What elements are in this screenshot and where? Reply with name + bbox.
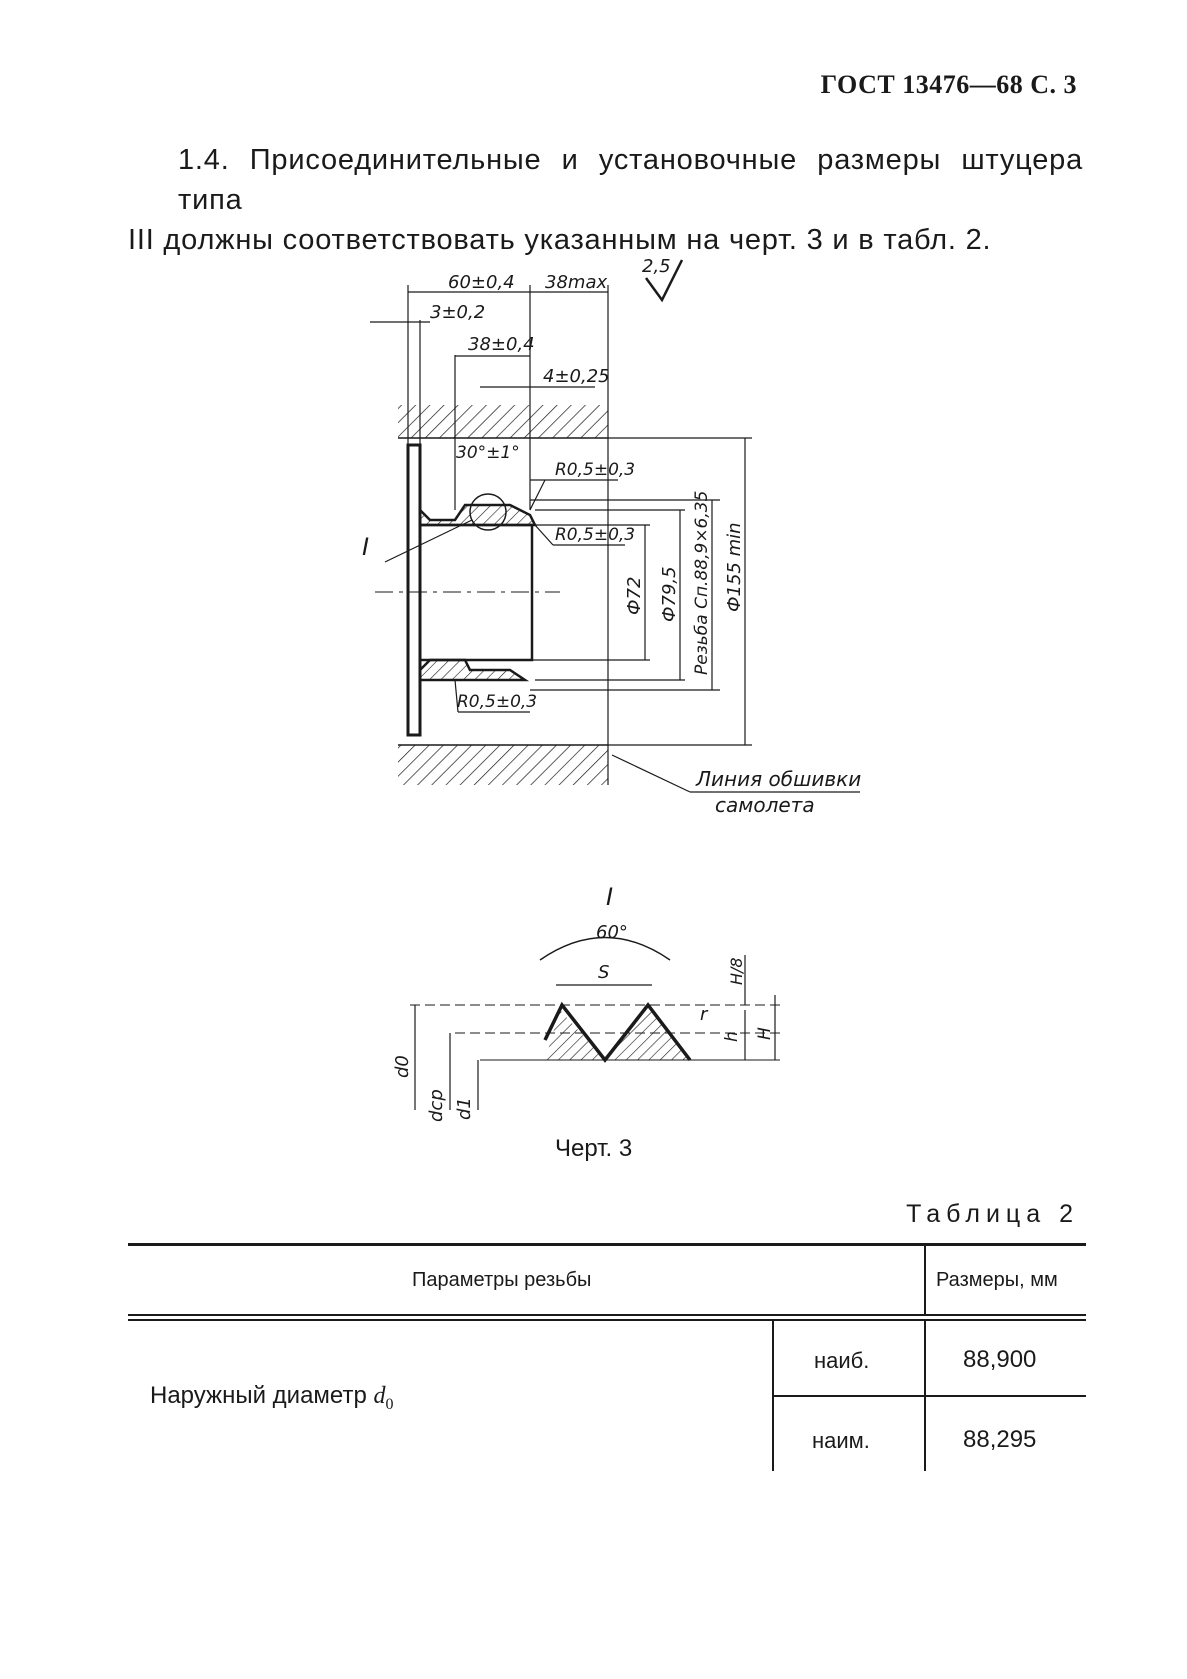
table-head-vline [924, 1246, 926, 1314]
dim-thread: Резьба Сп.88,9×6,35 [692, 491, 712, 675]
dim-d79: Ф79,5 [659, 566, 680, 622]
table-body-vline-1 [772, 1321, 774, 1471]
detail-angle: 60° [596, 922, 628, 943]
dim-4: 4±0,25 [543, 366, 610, 387]
detail-S: S [598, 962, 609, 983]
dim-38max: 38max [545, 272, 607, 293]
table-min-value: 88,295 [963, 1426, 1037, 1453]
angle-30: 30°±1° [456, 443, 520, 463]
table-row-divider [774, 1395, 1086, 1397]
dim-d72: Ф72 [624, 577, 645, 615]
roughness-value: 2,5 [642, 256, 671, 277]
detail-thread-profile: I 60° S H/8 r h H d0 dср d1 [392, 883, 780, 1122]
radius-bottom: R0,5±0,3 [457, 692, 537, 712]
diameter-dimensions [530, 437, 752, 746]
detail-d1: d1 [454, 1097, 475, 1120]
horizontal-dimensions [370, 285, 609, 510]
table-max-value: 88,900 [963, 1346, 1037, 1373]
dim-60: 60±0,4 [448, 272, 515, 293]
table-max-label: наиб. [814, 1348, 870, 1373]
aircraft-skin [398, 405, 609, 785]
table-head-sizes: Размеры, мм [936, 1269, 1058, 1291]
drawing-caption: Черт. 3 [555, 1135, 633, 1162]
dim-d155: Ф155 min [724, 522, 745, 612]
table-min-label: наим. [812, 1428, 870, 1453]
page-header: ГОСТ 13476—68 С. 3 [820, 70, 1077, 99]
paragraph-line-1: 1.4. Присоединительные и установочные ра… [178, 144, 1083, 216]
table-head-rule-2 [128, 1319, 1086, 1321]
section-label: I [362, 533, 369, 561]
roughness-mark: 2,5 [642, 256, 684, 303]
table-head-params: Параметры резьбы [412, 1269, 592, 1291]
row-label-symbol: d0 [373, 1383, 394, 1413]
detail-r: r [700, 1004, 709, 1025]
row-label-text: Наружный диаметр [150, 1382, 367, 1409]
skin-line-label-2: самолета [715, 793, 815, 817]
radius-top: R0,5±0,3 [555, 460, 635, 480]
table-head-rule-1 [128, 1314, 1086, 1316]
detail-H8: H/8 [727, 957, 746, 985]
skin-line-label-1: Линия обшивки [695, 767, 861, 791]
detail-label: I [606, 883, 613, 911]
table-title: Таблица 2 [906, 1200, 1079, 1228]
fitting-section: I [362, 443, 560, 737]
table-row-label: Наружный диаметр d0 [150, 1382, 393, 1414]
paragraph-line-2: III должны соответствовать указанным на … [128, 224, 992, 256]
radius-mid: R0,5±0,3 [555, 525, 635, 545]
detail-h: h [722, 1031, 742, 1042]
detail-dcp: dср [426, 1089, 447, 1122]
detail-d0: d0 [392, 1055, 413, 1078]
dim-3: 3±0,2 [430, 302, 485, 323]
table-top-rule [128, 1243, 1086, 1246]
dim-38: 38±0,4 [468, 334, 535, 355]
detail-H: H [755, 1027, 775, 1040]
paragraph-1-4: 1.4. Присоединительные и установочные ра… [128, 140, 1083, 260]
